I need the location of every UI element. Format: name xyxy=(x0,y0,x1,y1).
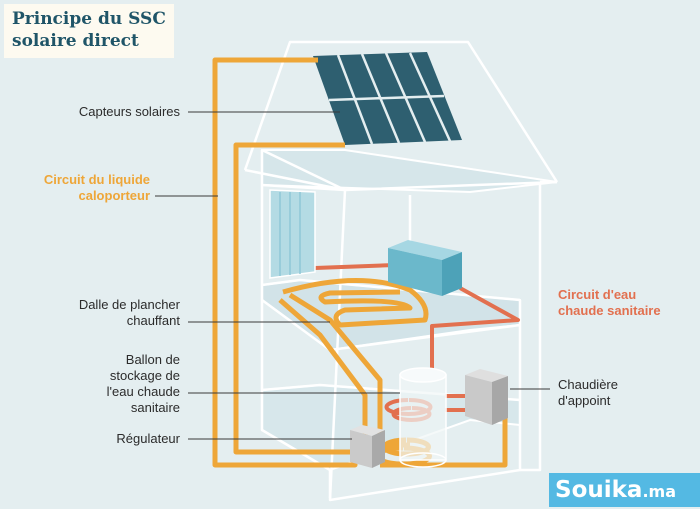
label-dalle-plancher: Dalle de plancher chauffant xyxy=(30,297,180,329)
roof-water-tank xyxy=(388,240,462,296)
label-circuit-liquide-line-2: caloporteur xyxy=(78,188,150,203)
label-ballon-line-1: Ballon de xyxy=(125,352,180,367)
upper-storage-tank xyxy=(269,189,316,279)
label-capteurs-solaires: Capteurs solaires xyxy=(78,104,180,119)
label-regulateur: Régulateur xyxy=(116,431,180,446)
solar-panel-array xyxy=(313,52,462,145)
souika-watermark[interactable]: Souika.ma xyxy=(549,473,700,507)
label-chaudiere-line-2: d'appoint xyxy=(558,393,611,408)
watermark-tld: .ma xyxy=(642,482,676,501)
dhw-storage-tank xyxy=(399,367,447,468)
label-dalle-line-2: chauffant xyxy=(126,313,180,328)
label-circuit-liquide: Circuit du liquide caloporteur xyxy=(10,172,150,204)
regulator xyxy=(350,425,385,468)
label-circuit-eau: Circuit d'eau chaude sanitaire xyxy=(558,287,698,319)
label-ballon-line-4: sanitaire xyxy=(130,400,180,415)
label-dalle-line-1: Dalle de plancher xyxy=(78,297,180,312)
label-chaudiere-line-1: Chaudière xyxy=(558,377,618,392)
label-ballon-line-2: stockage de xyxy=(109,368,180,383)
watermark-brand: Souika xyxy=(555,477,643,503)
label-circuit-eau-line-1: Circuit d'eau xyxy=(558,287,637,302)
leader-lines xyxy=(155,111,550,440)
title-line-1: Principe du SSC xyxy=(12,9,166,29)
label-circuit-liquide-line-1: Circuit du liquide xyxy=(43,172,150,187)
diagram-title: Principe du SSC solaire direct xyxy=(4,4,174,58)
label-ballon-line-3: l'eau chaude xyxy=(106,384,180,399)
label-chaudiere: Chaudière d'appoint xyxy=(558,377,688,409)
label-circuit-eau-line-2: chaude sanitaire xyxy=(558,303,661,318)
label-ballon-stockage: Ballon de stockage de l'eau chaude sanit… xyxy=(40,352,180,416)
backup-boiler xyxy=(465,369,508,425)
title-line-2: solaire direct xyxy=(12,31,139,51)
